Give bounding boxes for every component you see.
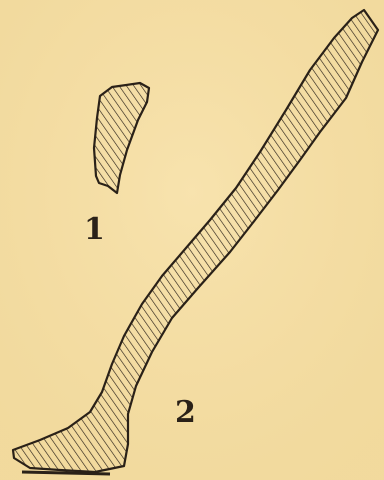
label-1: 1 [84,215,105,245]
base-edge-line [22,472,110,474]
label-2: 2 [175,398,196,428]
